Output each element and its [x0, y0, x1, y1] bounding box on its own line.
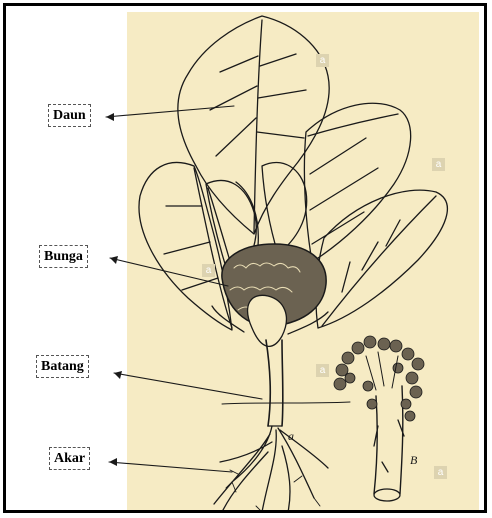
figure-letter-b: B	[410, 453, 418, 467]
label-daun: Daun	[48, 104, 91, 127]
watermark-badge: a	[432, 158, 445, 171]
watermark-badge: a	[434, 466, 447, 479]
left-upper-leaf	[139, 163, 232, 330]
figure-letter-a: a	[288, 429, 294, 443]
label-akar: Akar	[49, 447, 90, 470]
inset-florets	[334, 336, 424, 421]
ground-line	[222, 402, 350, 404]
roots	[214, 426, 328, 512]
right-lower-leaf	[316, 190, 447, 328]
main-stem	[266, 340, 283, 426]
figure-frame: a B Daun Bunga Batang Akar a a a a a	[3, 3, 487, 513]
watermark-badge: a	[202, 264, 215, 277]
label-batang: Batang	[36, 355, 89, 378]
watermark-badge: a	[316, 364, 329, 377]
inset-stalk	[374, 386, 403, 494]
label-bunga: Bunga	[39, 245, 88, 268]
watermark-badge: a	[316, 54, 329, 67]
